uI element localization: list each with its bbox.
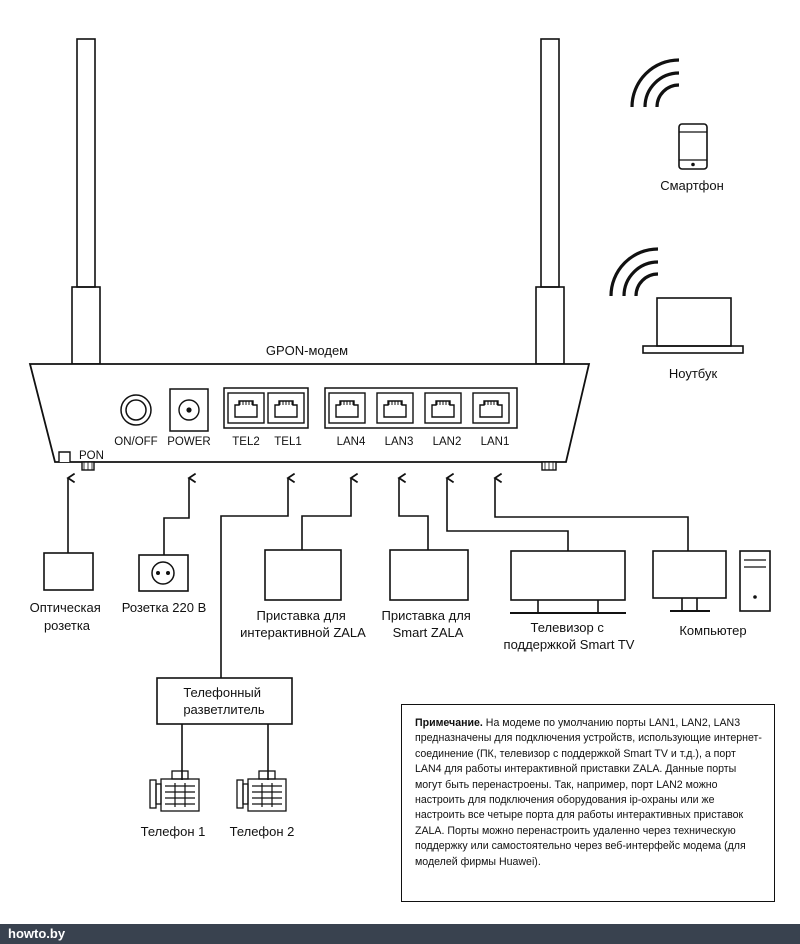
antenna-right: [535, 38, 565, 365]
line-lan4: [301, 472, 359, 550]
laptop-label: Ноутбук: [669, 366, 718, 381]
tv-label: Телевизор с поддержкой Smart TV: [504, 620, 635, 652]
site-name[interactable]: howto.by: [8, 926, 66, 941]
tv-icon: [510, 550, 626, 614]
lan2-label: LAN2: [433, 436, 462, 448]
line-power: [163, 472, 197, 555]
lan3-label: LAN3: [385, 436, 414, 448]
lan4-label: LAN4: [337, 436, 366, 448]
computer-label: Компьютер: [679, 623, 746, 638]
connection-lines: [66, 472, 689, 780]
onoff-button: [120, 394, 152, 426]
antenna-left: [71, 38, 101, 365]
optical-socket-box: [43, 552, 94, 591]
pon-port: [58, 451, 95, 471]
zala-interactive-label: Приставка для интерактивной ZALA: [240, 608, 366, 640]
wifi-icon-laptop: [609, 247, 659, 297]
smartphone-label: Смартфон: [660, 178, 724, 193]
smartphone-icon: [678, 123, 708, 170]
tel-port-group: [223, 387, 309, 429]
line-tel: [220, 472, 296, 678]
zala-interactive-box: [264, 549, 342, 601]
wifi-icon-smartphone: [630, 58, 680, 108]
power-port: [169, 388, 209, 432]
power-label: POWER: [167, 436, 210, 448]
note-text: На модеме по умолчанию порты LAN1, LAN2,…: [415, 717, 762, 868]
note-heading: Примечание.: [415, 717, 483, 729]
tel2-label: TEL2: [232, 436, 260, 448]
laptop-icon: [642, 297, 744, 354]
lan1-label: LAN1: [481, 436, 510, 448]
tel1-label: TEL1: [274, 436, 302, 448]
phone-2-label: Телефон 2: [230, 824, 295, 839]
pon-label: PON: [79, 450, 104, 462]
optical-socket-label: Оптическая розетка: [30, 600, 105, 633]
zala-smart-box: [389, 549, 469, 601]
modem-title: GPON-модем: [266, 343, 348, 358]
onoff-label: ON/OFF: [114, 436, 157, 448]
note-box: Примечание. На модеме по умолчанию порты…: [401, 704, 775, 902]
phone-2-icon: [236, 770, 287, 812]
power-socket-label: Розетка 220 В: [122, 600, 207, 615]
computer-icon: [652, 550, 771, 612]
lan-port-group: [324, 387, 518, 429]
line-lan3: [397, 472, 429, 550]
right-foot: [541, 461, 557, 471]
phone-1-label: Телефон 1: [141, 824, 206, 839]
site-footer: howto.by: [0, 924, 800, 944]
power-socket-icon: [138, 554, 189, 592]
line-lan2: [445, 472, 569, 551]
phone-splitter-box: [156, 677, 293, 725]
zala-smart-label: Приставка для Smart ZALA: [382, 608, 475, 640]
line-lan1: [493, 472, 689, 551]
phone-1-icon: [149, 770, 200, 812]
phone-splitter-label: Телефонный разветлитель: [183, 685, 265, 717]
